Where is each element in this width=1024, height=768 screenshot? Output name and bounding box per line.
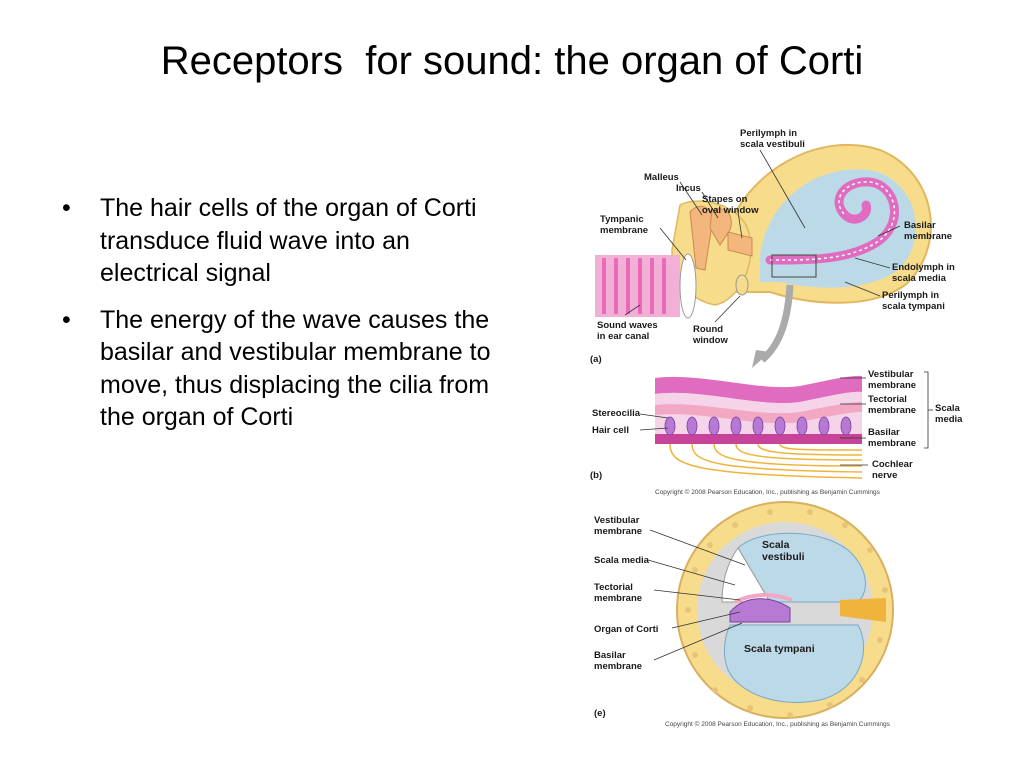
label-stereocilia: Stereocilia [592, 408, 641, 419]
tympanic-membrane [679, 253, 697, 319]
basilar-membrane-band [655, 434, 862, 444]
sound-waves [602, 258, 666, 314]
figure-a: Perilymph in scala vestibuli Malleus Inc… [590, 128, 957, 368]
slide-title: Receptors for sound: the organ of Corti [160, 39, 864, 83]
label-sound-waves: Sound waves in ear canal [597, 320, 660, 342]
round-window [735, 274, 749, 296]
label-vestibular-c: Vestibular membrane [594, 515, 642, 537]
label-scala-media-b: Scala media [935, 403, 963, 425]
label-tectorial-b: Tectorial membrane [868, 394, 916, 416]
cochlea-spiral-line [769, 181, 896, 261]
figure-b: Vestibular membrane Tectorial membrane S… [590, 369, 963, 496]
hair-cells [664, 416, 852, 436]
label-tectorial-c: Tectorial membrane [594, 582, 642, 604]
scala-tympani [723, 624, 865, 703]
malleus [689, 205, 713, 271]
label-basilar-a: Basilar membrane [904, 220, 952, 242]
label-endolymph: Endolymph in scala media [892, 262, 957, 284]
label-scala-media-c: Scala media [594, 555, 650, 566]
auditory-nerve [840, 598, 886, 622]
tectorial-membrane-band [655, 402, 862, 424]
copyright-b: Copyright © 2008 Pearson Education, Inc.… [655, 488, 881, 496]
label-scala-tympani: Scala tympani [744, 643, 815, 655]
stapes [727, 231, 753, 257]
figure-c: Vestibular membrane Scala media Tectoria… [594, 501, 894, 728]
label-stapes: Stapes on oval window [702, 194, 759, 216]
label-tympanic: Tympanic membrane [600, 214, 648, 236]
label-incus: Incus [676, 183, 701, 194]
organ-of-corti [729, 598, 791, 623]
label-malleus: Malleus [644, 172, 679, 183]
label-cochlear-nerve: Cochlear nerve [872, 459, 915, 481]
incus [709, 208, 732, 246]
label-basilar-b: Basilar membrane [868, 427, 916, 449]
panel-label-a: (a) [590, 354, 602, 365]
scala-media-c [721, 547, 771, 603]
label-round-window: Round window [692, 324, 728, 346]
detail-box [771, 254, 817, 278]
label-perilymph-tympani: Perilymph in scala tympani [882, 290, 945, 312]
scala-vestibuli [737, 532, 866, 603]
bone-dots [685, 509, 888, 718]
panel-label-c: (e) [594, 708, 606, 719]
label-scala-vestibuli: Scala vestibuli [762, 539, 805, 563]
cochlear-nerve-fibers [669, 443, 863, 479]
bullet-item: The hair cells of the organ of Corti tra… [62, 192, 502, 290]
bullet-item: The energy of the wave causes the basila… [62, 304, 502, 434]
label-vestibular-b: Vestibular membrane [868, 369, 916, 391]
panel-label-b: (b) [590, 470, 602, 481]
ear-canal [595, 255, 680, 317]
zoom-arrow [759, 284, 794, 363]
label-basilar-c: Basilar membrane [594, 650, 642, 672]
label-hair-cell: Hair cell [592, 425, 629, 436]
label-perilymph-vestibuli: Perilymph in scala vestibuli [740, 128, 805, 150]
copyright-c: Copyright © 2008 Pearson Education, Inc.… [665, 720, 891, 728]
label-organ-of-corti: Organ of Corti [594, 624, 658, 635]
vestibular-membrane-band [655, 375, 862, 404]
bullet-list: The hair cells of the organ of Corti tra… [62, 192, 502, 448]
